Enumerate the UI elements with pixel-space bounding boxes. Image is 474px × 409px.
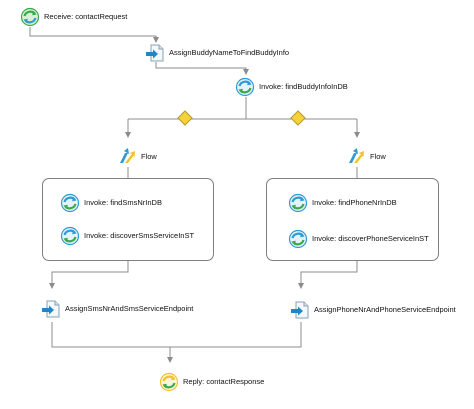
invoke-discover-phone-activity[interactable]: Invoke: discoverPhoneServiceInST (288, 229, 429, 249)
receive-icon (20, 7, 40, 27)
invoke-find-sms-label: Invoke: findSmsNrInDB (84, 198, 162, 208)
flow-right-activity[interactable]: Flow (346, 147, 386, 167)
flow-left-label: Flow (141, 152, 157, 162)
reply-label: Reply: contactResponse (183, 377, 265, 387)
flow-left-scope[interactable]: Invoke: findSmsNrInDB Invoke: discoverSm… (42, 178, 214, 261)
assign-buddy-activity[interactable]: AssignBuddyNameToFindBuddyInfo (145, 43, 289, 63)
invoke-icon (60, 193, 80, 213)
invoke-find-buddy-activity[interactable]: Invoke: findBuddyInfoInDB (235, 77, 348, 97)
connector-right-scope-to-assign (298, 261, 358, 289)
assign-icon (145, 43, 165, 63)
invoke-discover-sms-activity[interactable]: Invoke: discoverSmsServiceInST (60, 226, 194, 246)
gateway-left-diamond (177, 110, 193, 126)
assign-icon (41, 299, 61, 319)
flow-left-activity[interactable]: Flow (117, 147, 157, 167)
connector-left-scope-to-assign (49, 261, 129, 289)
assign-phone-label: AssignPhoneNrAndPhoneServiceEndpoint (314, 305, 456, 315)
invoke-discover-phone-label: Invoke: discoverPhoneServiceInST (312, 234, 429, 244)
invoke-find-phone-activity[interactable]: Invoke: findPhoneNrInDB (288, 193, 397, 213)
connector-receive-to-assign (29, 27, 159, 43)
connector-right-assign-to-merge (170, 322, 302, 348)
receive-label: Receive: contactRequest (44, 12, 128, 22)
invoke-find-buddy-label: Invoke: findBuddyInfoInDB (259, 82, 348, 92)
assign-buddy-label: AssignBuddyNameToFindBuddyInfo (169, 48, 290, 58)
connector-invoke-split (128, 97, 357, 120)
reply-activity[interactable]: Reply: contactResponse (159, 372, 264, 392)
connector-left-assign-to-merge (51, 322, 170, 348)
invoke-icon (288, 193, 308, 213)
assign-sms-activity[interactable]: AssignSmsNrAndSmsServiceEndpoint (41, 299, 193, 319)
invoke-find-sms-activity[interactable]: Invoke: findSmsNrInDB (60, 193, 162, 213)
assign-phone-activity[interactable]: AssignPhoneNrAndPhoneServiceEndpoint (290, 300, 456, 320)
gateway-diamonds (177, 110, 306, 126)
receive-activity[interactable]: Receive: contactRequest (20, 7, 127, 27)
flow-icon (346, 147, 366, 167)
invoke-icon (60, 226, 80, 246)
assign-sms-label: AssignSmsNrAndSmsServiceEndpoint (65, 304, 194, 314)
invoke-icon (235, 77, 255, 97)
flow-icon (117, 147, 137, 167)
flow-right-label: Flow (370, 152, 386, 162)
flow-right-scope[interactable]: Invoke: findPhoneNrInDB Invoke: discover… (266, 178, 439, 261)
assign-icon (290, 300, 310, 320)
invoke-find-phone-label: Invoke: findPhoneNrInDB (312, 198, 397, 208)
reply-icon (159, 372, 179, 392)
connector-assign-to-invoke (155, 62, 249, 75)
invoke-discover-sms-label: Invoke: discoverSmsServiceInST (84, 231, 195, 241)
gateway-right-diamond (290, 110, 306, 126)
invoke-icon (288, 229, 308, 249)
